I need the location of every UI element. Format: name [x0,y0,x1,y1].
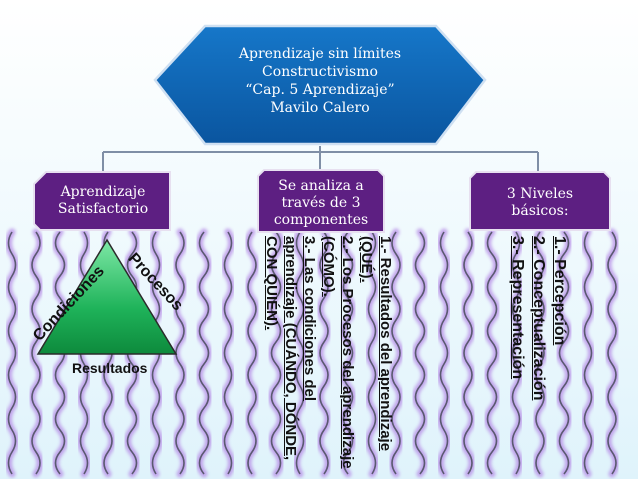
components-line-3: 2.- Los Procesos del aprendizaje [339,236,356,469]
wavy-line-glow [244,228,260,478]
wavy-line [223,231,233,475]
levels-line-1: 1.- Percepción [551,236,568,346]
right-box-line-1: 3 Niveles [506,186,574,202]
wavy-line [270,231,282,475]
middle-box-line-3: componentes [273,212,369,228]
title-line-4: Mavilo Calero [270,100,370,116]
title-line-2: Constructivismo [262,64,378,80]
wavy-line [511,231,521,475]
components-line-4: (CÓMO). [320,236,337,297]
triangle-shape [36,238,178,355]
middle-box-line-2: través de 3 [281,195,361,211]
left-box-line-2: Satisfactorio [57,201,149,217]
title-text: Aprendizaje sin límites Constructivismo … [200,45,440,117]
right-box-line-2: básicos: [511,203,569,219]
box-componentes [257,169,385,233]
components-line-5: 3.- Las condiciones del [301,236,318,402]
title-hexagon [153,24,487,146]
triangle-label-resultados: Resultados [72,360,148,376]
left-box-text: Aprendizaje Satisfactorio [40,184,166,218]
wavy-line-glow [196,228,212,478]
middle-box-line-1: Se analiza a [278,178,364,194]
levels-line-3: 3.- Representación [509,236,526,380]
wavy-line [319,231,329,475]
levels-line-2: 2.- Conceptualización [530,236,547,401]
wavy-line [486,231,498,475]
right-box-text: 3 Niveles básicos: [474,186,606,220]
components-list: 1.- Resultados del aprendizaje (QUÉ). 2.… [262,236,395,469]
wavy-line [558,231,570,475]
title-line-1: Aprendizaje sin límites [238,46,402,62]
wavy-line-glow [412,228,428,478]
wavy-line-glow [172,228,188,478]
connector-lines [102,146,539,172]
components-line-1: 1.- Resultados del aprendizaje [377,236,394,452]
wavy-line [295,231,305,475]
wavy-line [342,231,354,475]
wavy-line-glow [484,228,500,478]
wavy-line [391,231,401,475]
box-niveles-basicos [469,171,611,231]
wavy-line-glow [460,228,476,478]
wavy-line [583,231,593,475]
wavy-line [535,231,545,475]
wavy-line [247,231,257,475]
left-box-line-1: Aprendizaje [60,184,146,200]
title-line-3: “Cap. 5 Aprendizaje” [245,82,395,98]
wavy-line [463,231,473,475]
wavy-line-glow [604,228,620,478]
levels-list: 1.- Percepción 2.- Conceptualización 3.-… [507,236,570,400]
components-line-6: aprendizaje (CUÁNDO, DÓNDE, [282,236,299,461]
wavy-line [439,231,449,475]
wavy-line [607,231,617,475]
box-aprendizaje-satisfactorio [33,171,171,231]
components-line-7: CON QUIÉN). [263,236,280,331]
components-line-2: (QUÉ). [358,236,375,283]
wavy-line [367,231,377,475]
wavy-line [31,231,41,475]
wavy-line [414,231,426,475]
wavy-line [7,231,17,475]
wavy-line [198,231,210,475]
middle-box-text: Se analiza a través de 3 componentes [262,178,380,229]
